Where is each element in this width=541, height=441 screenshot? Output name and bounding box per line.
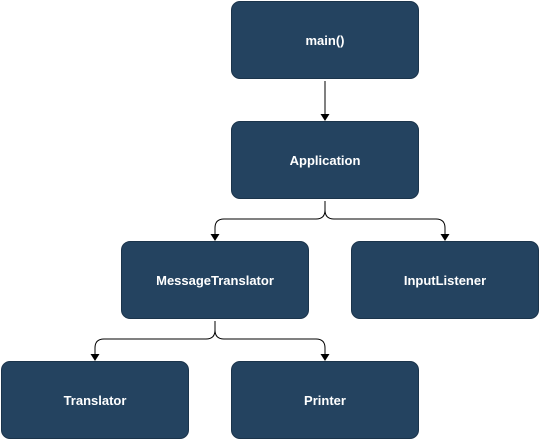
node-label: Application [289, 152, 361, 168]
arrowhead-input-listener [440, 234, 450, 241]
edge-message-translator-printer [214, 321, 326, 354]
edge-application-input-listener [324, 201, 446, 234]
node-main[interactable]: main() [231, 1, 419, 79]
node-label: Translator [63, 392, 127, 408]
edge-message-translator-translator [94, 321, 216, 354]
node-label: main() [305, 32, 345, 48]
edge-application-message-translator [214, 201, 326, 234]
node-message-translator[interactable]: MessageTranslator [121, 241, 309, 319]
node-label: InputListener [403, 272, 487, 288]
node-label: Printer [304, 392, 346, 408]
node-printer[interactable]: Printer [231, 361, 419, 439]
arrowhead-translator [90, 354, 100, 361]
arrowhead-printer [320, 354, 330, 361]
node-translator[interactable]: Translator [1, 361, 189, 439]
node-application[interactable]: Application [231, 121, 419, 199]
arrowhead-message-translator [210, 234, 220, 241]
arrowhead-application [320, 114, 330, 121]
node-input-listener[interactable]: InputListener [351, 241, 539, 319]
node-label: MessageTranslator [156, 272, 274, 288]
